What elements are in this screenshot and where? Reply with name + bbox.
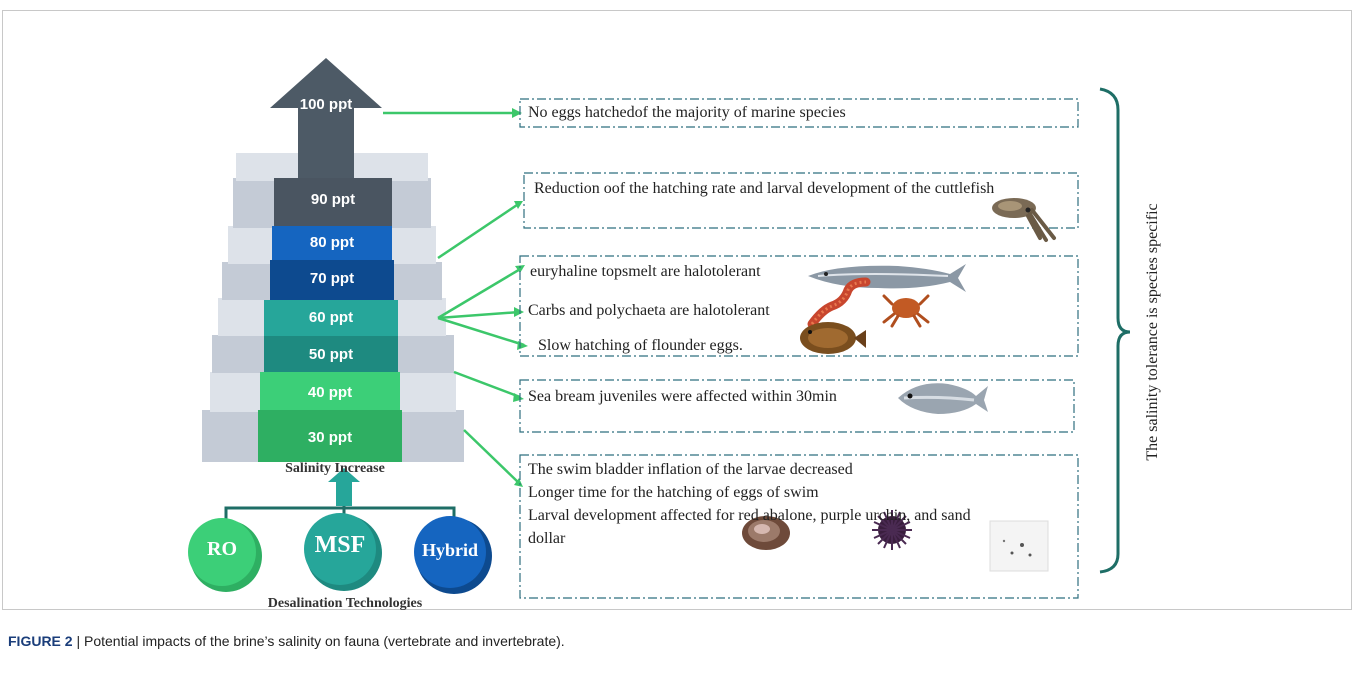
sturgeon-fish-icon [808, 264, 966, 292]
box-30 [519, 454, 1079, 599]
label-100ppt: 100 ppt [299, 96, 353, 113]
label-90ppt: 90 ppt [310, 191, 356, 208]
species-specific-label: The salinity tolerance is species specif… [1144, 203, 1161, 461]
label-50ppt: 50 ppt [308, 346, 354, 363]
desalination-technologies-label: Desalination Technologies [267, 596, 423, 611]
caption-text: Potential impacts of the brine’s salinit… [84, 633, 565, 649]
top-arrow [270, 58, 382, 178]
box-100-text: No eggs hatchedof the majority of marine… [528, 104, 846, 121]
box-90 [523, 172, 1079, 229]
label-70ppt: 70 ppt [309, 270, 355, 287]
polychaete-worm-icon [807, 277, 871, 329]
sea-bream-icon [898, 383, 988, 414]
crab-icon [882, 294, 930, 328]
box-40 [519, 379, 1075, 433]
box-30-text-3: Larval development affected for red abal… [528, 507, 971, 524]
connector-lines [383, 111, 525, 485]
flounder-icon [800, 322, 866, 354]
box-60-text-1: euryhaline topsmelt are halotolerant [530, 263, 761, 280]
box-90-text: Reduction oof the hatching rate and larv… [534, 180, 995, 197]
box-100 [519, 98, 1079, 128]
salinity-increase-label: Salinity Increase [285, 461, 385, 476]
step-80 [272, 226, 392, 260]
step-50 [264, 336, 398, 372]
step-30 [258, 410, 402, 462]
tech-msf: MSF [314, 532, 366, 558]
sea-urchin-icon [872, 510, 912, 550]
figure-border [2, 10, 1352, 610]
caption-separator: | [72, 633, 84, 649]
box-40-text: Sea bream juveniles were affected within… [528, 388, 837, 405]
box-30-text-2: Longer time for the hatching of eggs of … [528, 484, 819, 501]
caption-figure-number: FIGURE 2 [8, 633, 73, 649]
figure-caption: FIGURE 2 | Potential impacts of the brin… [8, 633, 565, 649]
sand-dollar-icon [989, 520, 1049, 572]
bracket [1099, 87, 1131, 574]
label-80ppt: 80 ppt [309, 234, 355, 251]
box-60 [519, 255, 1079, 357]
tech-ro: RO [207, 538, 237, 560]
step-60 [264, 300, 398, 336]
tech-hybrid: Hybrid [421, 540, 478, 560]
box-60-text-3: Slow hatching of flounder eggs. [538, 337, 743, 354]
cuttlefish-icon [992, 198, 1056, 242]
step-90 [274, 178, 392, 226]
info-boxes [519, 98, 1079, 599]
box-60-text-2: Carbs and polychaeta are halotolerant [528, 302, 770, 319]
salinity-column [258, 58, 402, 462]
label-40ppt: 40 ppt [307, 384, 353, 401]
box-30-text-4: dollar [528, 530, 566, 547]
tech-circles [188, 513, 492, 594]
step-40 [260, 372, 400, 410]
label-30ppt: 30 ppt [307, 429, 353, 446]
label-60ppt: 60 ppt [308, 309, 354, 326]
box-30-text-1: The swim bladder inflation of the larvae… [528, 461, 853, 478]
abalone-icon [742, 516, 790, 550]
tech-up-arrow [328, 468, 360, 506]
step-70 [270, 260, 394, 300]
